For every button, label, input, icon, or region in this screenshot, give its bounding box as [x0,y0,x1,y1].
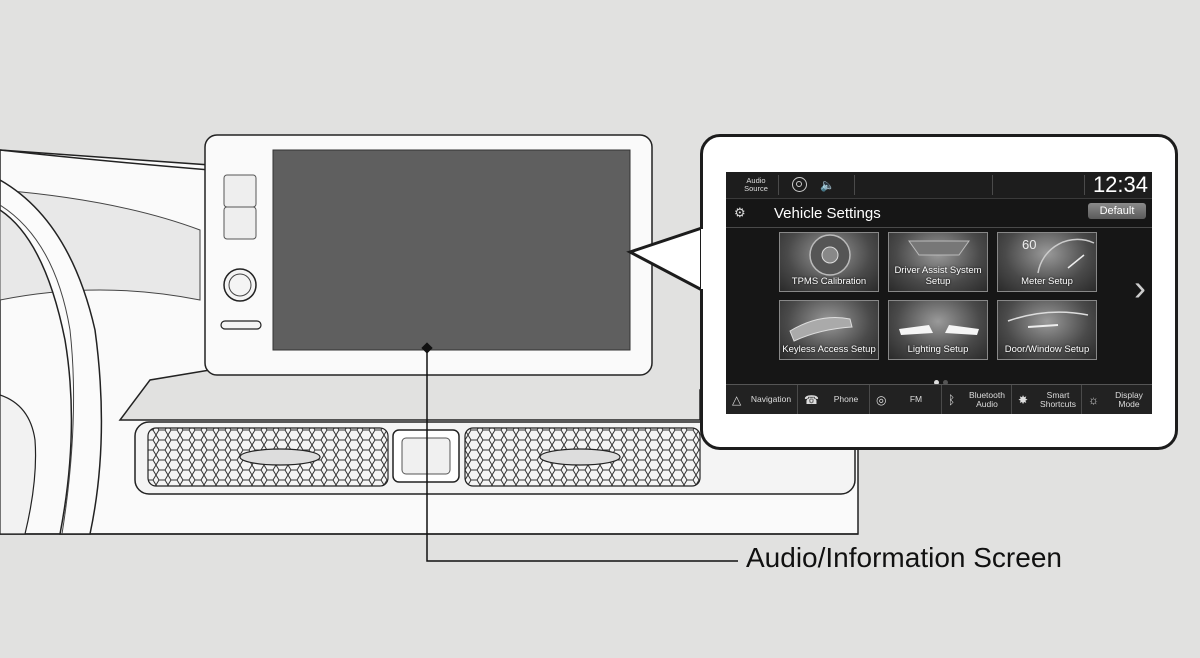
speaker-icon: 🔈 [820,178,835,192]
headlight-image [899,325,979,335]
nav-button-phone[interactable]: ☎ Phone [798,385,870,414]
camera-image [908,240,970,256]
gauge-image: 60 [1022,237,1095,274]
next-page-chevron-icon[interactable]: › [1134,267,1146,308]
bottom-navigation-bar: △ Navigation ☎ Phone ◎ FM ᛒ Bluetooth Au… [726,384,1152,414]
tile-lighting-setup[interactable]: Lighting Setup [888,300,988,360]
steering-wheel-inner [0,204,75,535]
leader-line [426,348,738,562]
status-divider [1084,175,1085,195]
tile-meter-setup[interactable]: 60 Meter Setup [997,232,1097,292]
steering-hub [0,394,37,535]
page-title: Vehicle Settings [774,205,881,222]
clock: 12:34 [1092,172,1148,197]
nav-button-bluetooth-audio[interactable]: ᛒ Bluetooth Audio [942,385,1012,414]
smart-shortcuts-icon: ✸ [1018,393,1029,407]
display-mode-icon: ☼ [1088,393,1099,407]
audio-source-button[interactable]: Audio Source [734,175,779,195]
tile-keyless-access-setup[interactable]: Keyless Access Setup [779,300,879,360]
steering-wheel [0,179,103,535]
dashboard-top-edge [0,149,211,171]
status-divider [992,175,993,195]
right-vent-knob [539,448,621,466]
phone-icon: ☎ [804,393,819,407]
tile-driver-assist-system-setup[interactable]: Driver Assist System Setup [888,232,988,292]
head-unit-button-bottom [223,206,257,240]
page-dot-active [934,380,939,385]
page-dot [943,380,948,385]
signal-icon [792,177,807,192]
tile-tpms-calibration[interactable]: TPMS Calibration [779,232,879,292]
default-button[interactable]: Default [1088,203,1146,219]
head-unit-slot [220,320,262,330]
head-unit-screen [272,149,631,351]
tile-door-window-setup[interactable]: Door/Window Setup [997,300,1097,360]
nav-button-smart-shortcuts[interactable]: ✸ Smart Shortcuts [1012,385,1082,414]
nav-button-navigation[interactable]: △ Navigation [726,385,798,414]
left-vent-knob [239,448,321,466]
nav-button-fm[interactable]: ◎ FM [870,385,942,414]
nav-button-display-mode[interactable]: ☼ Display Mode [1088,389,1143,409]
leader-line-marker [421,342,433,354]
status-bar: Audio Source 🔈 12:34 [726,172,1152,199]
radio-icon: ◎ [876,393,887,407]
audio-information-screen-closeup: Audio Source 🔈 12:34 ⚙ Vehicle Settings … [726,172,1152,414]
head-unit-button-top [223,174,257,208]
callout-pointer-cover [701,229,708,289]
audio-information-screen-label: Audio/Information Screen [746,542,1062,573]
tire-image [809,234,851,276]
bluetooth-icon: ᛒ [948,393,956,407]
page-indicator [932,372,950,390]
door-image [1007,311,1089,328]
navigation-icon: △ [732,393,742,407]
status-divider [854,175,855,195]
vehicle-settings-icon: ⚙ [734,205,746,220]
gauge-number: 60 [1022,237,1036,252]
title-bar: ⚙ Vehicle Settings Default [726,199,1152,228]
key-fob-image [789,317,853,342]
